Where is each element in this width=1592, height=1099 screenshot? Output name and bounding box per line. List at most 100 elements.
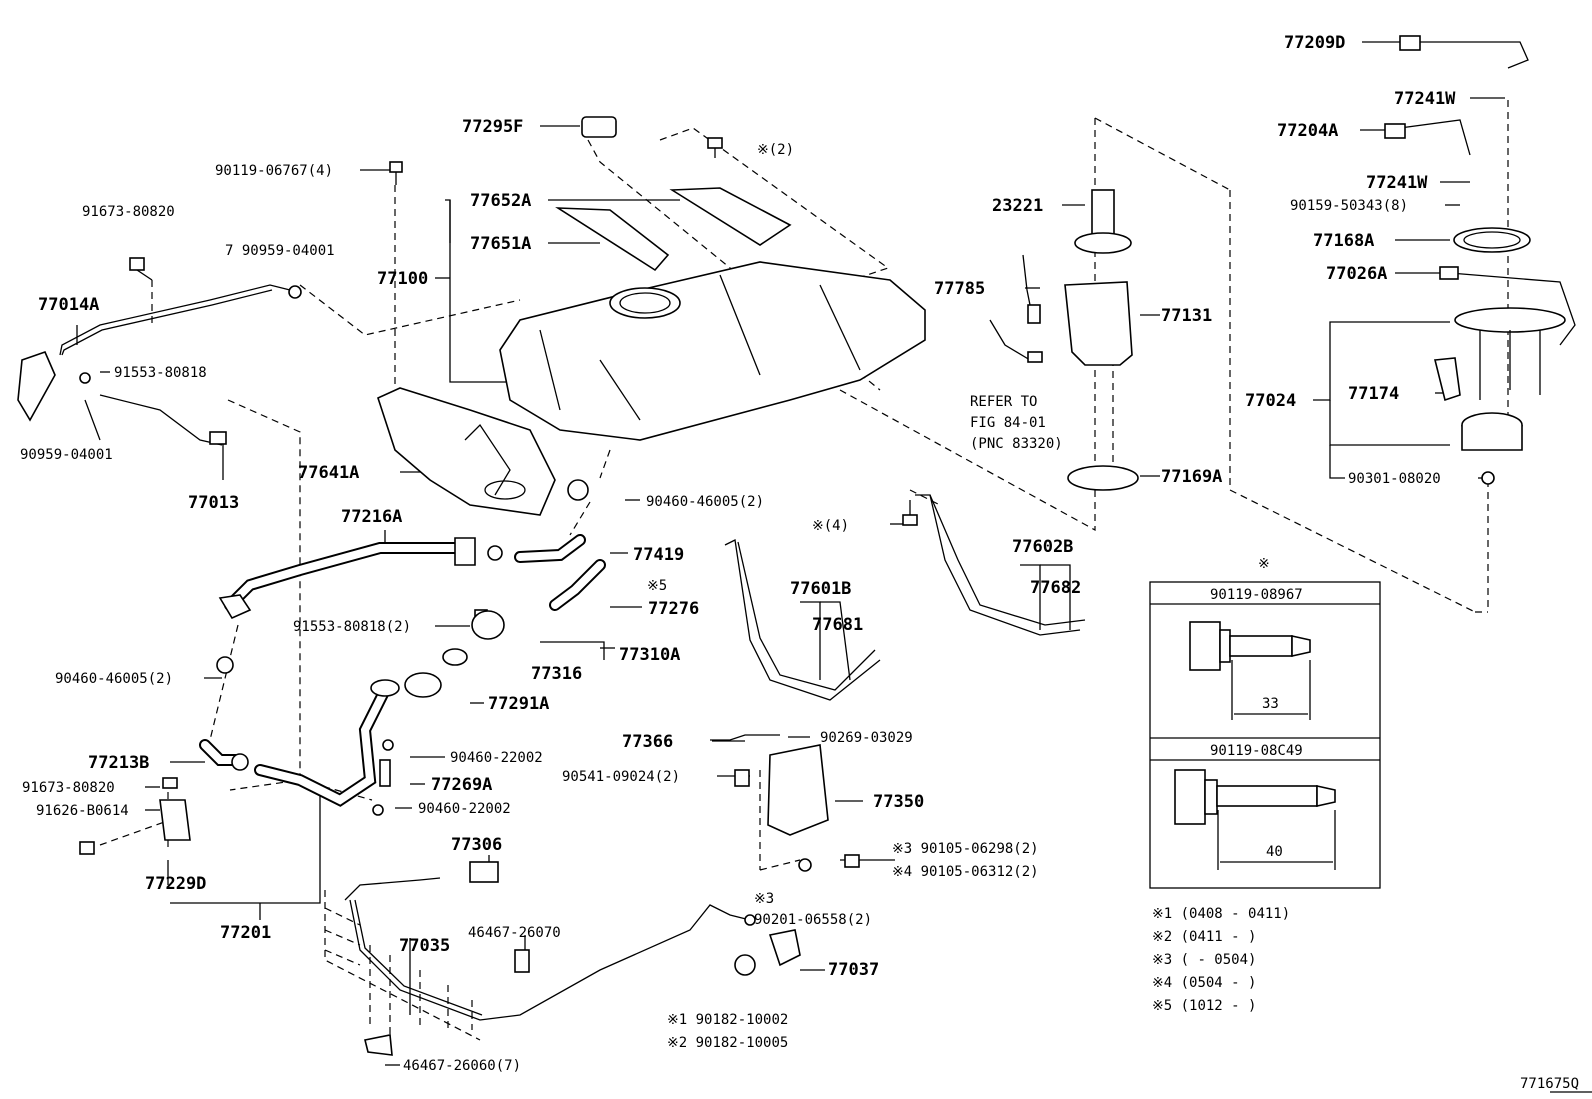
callout-77295F: 77295F [462,117,523,137]
callout-77276: 77276 [648,599,699,619]
callout-90159-50343: 90159-50343(8) [1290,198,1408,214]
small-bolts [79,137,918,872]
bolt2-part-number: 90119-08C49 [1210,743,1303,759]
diagram-code: 771675Q [1520,1076,1579,1092]
callout-46467-26070: 46467-26070 [468,925,561,941]
callout-91673-80820-a: 91673-80820 [82,204,175,220]
callout-90182-10002: ※1 90182-10002 [667,1012,788,1028]
callout-77026A: 77026A [1326,264,1387,284]
bolt-box-mark: ※ [1258,556,1270,572]
callout-23221: 23221 [992,196,1043,216]
vent-pipe-77014a [17,284,302,446]
callout-46467-26060: 46467-26060(7) [403,1058,521,1074]
callout-91553-80818-2: 91553-80818(2) [293,619,411,635]
pump-bracket-77131 [1064,281,1133,366]
callout-91626-B0614: 91626-B0614 [36,803,129,819]
callout-90959-04001-b: 90959-04001 [20,447,113,463]
callout-77366: 77366 [622,732,673,752]
callout-labels: 77209D 77241W 77204A 77241W 90159-50343(… [20,33,1456,1074]
callout-91553-80818: 91553-80818 [114,365,207,381]
callout-77682: 77682 [1030,578,1081,598]
tank-bands [724,494,1086,701]
note-2: ※2 (0411 - ) [1152,929,1256,945]
callout-77229D: 77229D [145,874,206,894]
callout-77651A: 77651A [470,234,531,254]
callout-note5: ※5 [647,578,667,594]
callout-77013: 77013 [188,493,239,513]
callout-77652A: 77652A [470,191,531,211]
callout-77209D: 77209D [1284,33,1345,53]
bolt2-length: 40 [1266,844,1283,860]
callout-77014A: 77014A [38,295,99,315]
filler-pipe-77201 [254,679,400,807]
callout-77291A: 77291A [488,694,549,714]
callout-77241W-b: 77241W [1366,173,1428,193]
note-4: ※4 (0504 - ) [1152,975,1256,991]
bolt1-length: 33 [1262,696,1279,712]
note-1: ※1 (0408 - 0411) [1152,906,1290,922]
callout-90460-46005-a: 90460-46005(2) [646,494,764,510]
refer-line-1: REFER TO [970,394,1037,410]
fuel-lid-77350 [734,744,829,836]
callout-77204A: 77204A [1277,121,1338,141]
callout-77306: 77306 [451,835,502,855]
tank-protector-77641a [377,387,556,516]
callout-90301-08020: 90301-08020 [1348,471,1441,487]
callout-77419: 77419 [633,545,684,565]
harness-77785 [989,254,1043,363]
callout-77035: 77035 [399,936,450,956]
callout-91673-80820-b: 91673-80820 [22,780,115,796]
callout-90959-04001-a: 7 90959-04001 [225,243,335,259]
insulator-77652a [669,187,792,246]
fuel-pump-23221 [1074,189,1132,254]
insulator-77651a [555,207,670,272]
callout-90105-06312: ※4 90105-06312(2) [892,864,1039,880]
callout-90541-09024: 90541-09024(2) [562,769,680,785]
callout-90201-06558: 90201-06558(2) [754,912,872,928]
bolt-detail-box [1149,581,1381,889]
callout-77216A: 77216A [341,507,402,527]
hose-77419 [514,534,586,563]
hose-77216a [218,537,476,620]
callout-77213B: 77213B [88,753,149,773]
callout-77269A: 77269A [431,775,492,795]
callout-77316: 77316 [531,664,582,684]
callout-90460-46005-b: 90460-46005(2) [55,671,173,687]
callout-note2: ※(2) [757,142,794,158]
callout-90269-03029: 90269-03029 [820,730,913,746]
filler-parts [159,479,589,841]
callout-90119-06767: 90119-06767(4) [215,163,333,179]
opener-cable-77035 [344,861,801,1056]
clip-77295f [581,116,617,138]
note-5: ※5 (1012 - ) [1152,998,1256,1014]
refer-line-3: (PNC 83320) [970,436,1063,452]
dashed-guide-lines [99,100,1509,1050]
callout-77310A: 77310A [619,645,680,665]
callout-77350: 77350 [873,792,924,812]
callout-90460-22002-a: 90460-22002 [450,750,543,766]
callout-77601B: 77601B [790,579,851,599]
callout-77785: 77785 [934,279,985,299]
callout-77024: 77024 [1245,391,1296,411]
callout-77201: 77201 [220,923,271,943]
callout-77100: 77100 [377,269,428,289]
fuel-tank [499,261,926,441]
callout-77641A: 77641A [298,463,359,483]
callout-77169A: 77169A [1161,467,1222,487]
callout-77037: 77037 [828,960,879,980]
callout-note4: ※(4) [812,518,849,534]
bolt1-part-number: 90119-08967 [1210,587,1303,603]
callout-90105-06298: ※3 90105-06298(2) [892,841,1039,857]
bolt-box-labels: ※ 90119-08967 33 90119-08C49 40 [1210,556,1303,860]
callout-77602B: 77602B [1012,537,1073,557]
callout-77241W-a: 77241W [1394,89,1456,109]
note-3: ※3 ( - 0504) [1152,952,1256,968]
fuel-sender-assembly [1384,35,1576,485]
callout-77168A: 77168A [1313,231,1374,251]
hose-77276 [549,559,606,611]
leader-lines [76,41,1592,1093]
callout-note3: ※3 [754,891,774,907]
callout-77174: 77174 [1348,384,1399,404]
applicability-notes: ※1 (0408 - 0411) ※2 (0411 - ) ※3 ( - 050… [1152,906,1290,1014]
